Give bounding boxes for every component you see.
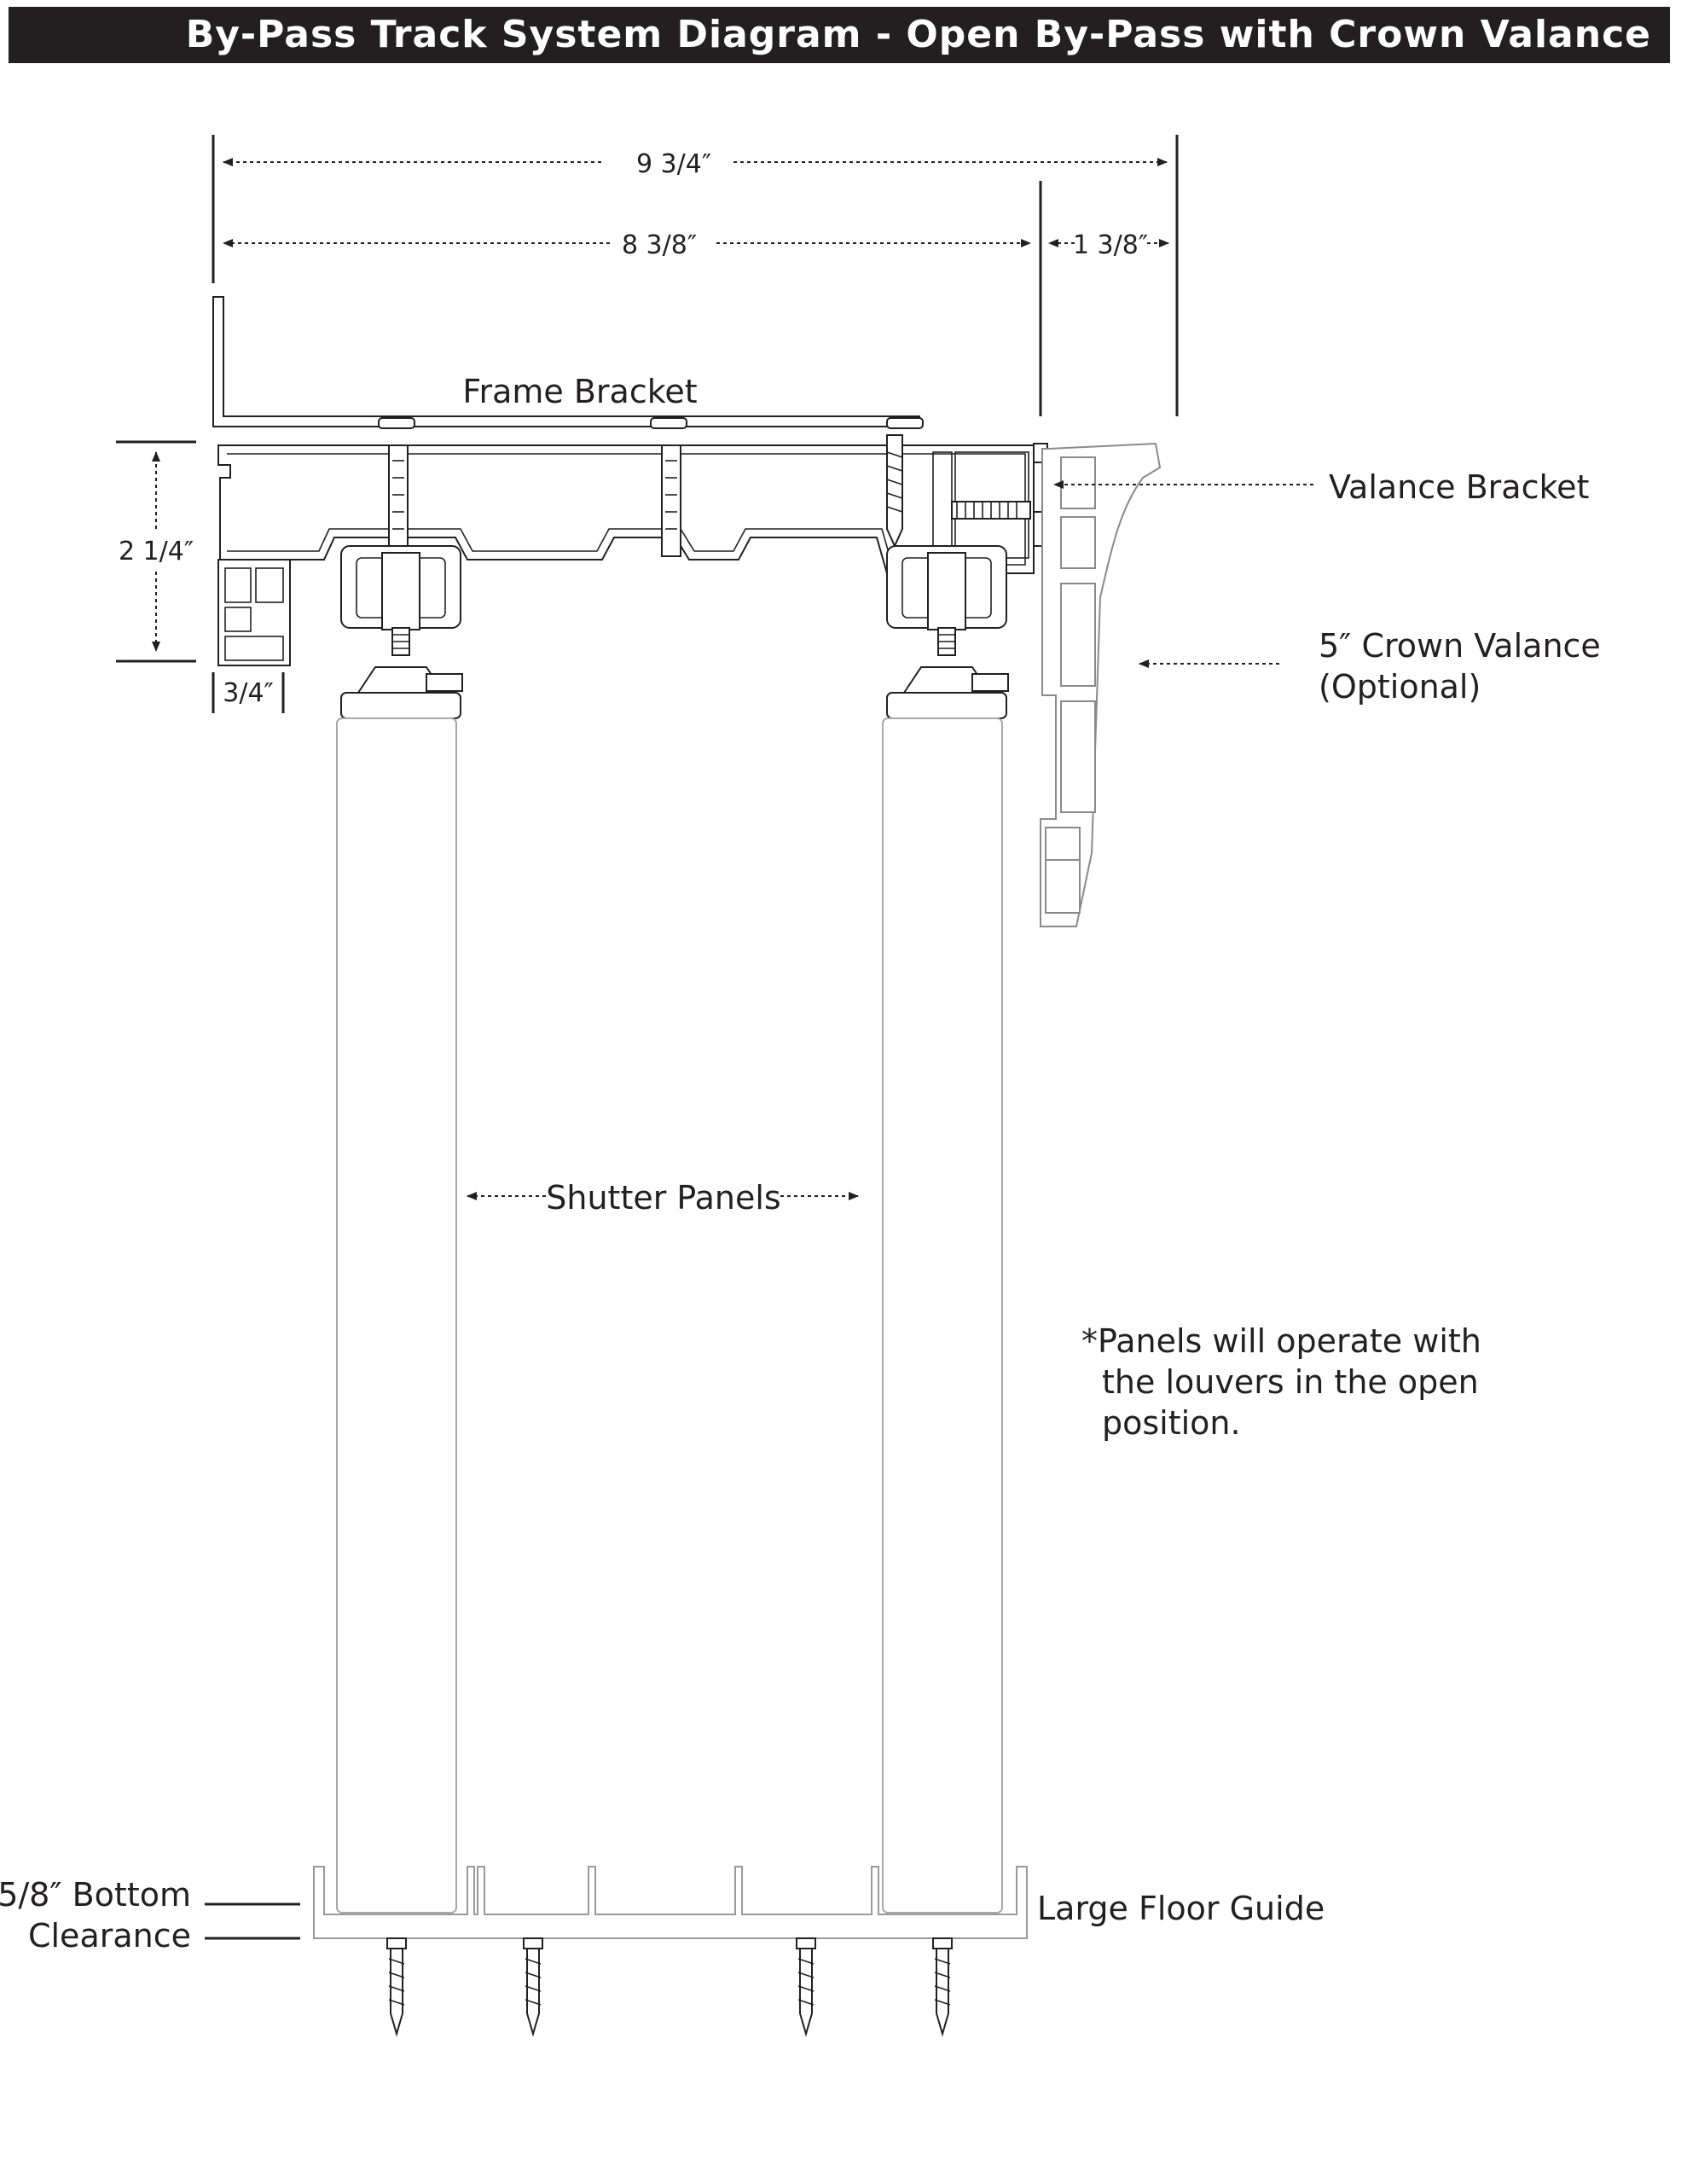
title-bar: By-Pass Track System Diagram - Open By-P…	[9, 7, 1670, 63]
large-floor-guide-label: Large Floor Guide	[1037, 1890, 1325, 1927]
track-profile	[217, 434, 1035, 666]
floor-screw	[932, 1937, 953, 2037]
note-line-3: position.	[1102, 1404, 1241, 1442]
top-dimensions: 9 3/4″ 8 3/8″ 1 3/8″	[212, 135, 1179, 416]
dimension-track-height: 2 1/4″	[119, 537, 194, 566]
large-floor-guide	[313, 1866, 1028, 2037]
floor-screw	[386, 1937, 407, 2037]
floor-screw	[796, 1937, 816, 2037]
bottom-clearance-label-line2: Clearance	[28, 1917, 191, 1955]
roller-right	[886, 545, 1009, 719]
valance-bracket-label: Valance Bracket	[1329, 468, 1589, 506]
dimension-track-depth: 8 3/8″	[622, 230, 697, 260]
shutter-panel-left	[336, 717, 457, 1914]
shutter-panels-label: Shutter Panels	[546, 1179, 780, 1217]
dimension-overall-depth: 9 3/4″	[636, 149, 711, 179]
dimension-track-lip: 3/4″	[223, 678, 274, 708]
note-line-2: the louvers in the open	[1102, 1363, 1479, 1401]
roller-left	[340, 545, 463, 719]
page-title: By-Pass Track System Diagram - Open By-P…	[185, 13, 1651, 56]
track-lip-dimension: 3/4″	[212, 672, 285, 713]
frame-bracket	[212, 296, 924, 429]
bottom-clearance-label-line1: 5/8″ Bottom	[0, 1876, 191, 1914]
operation-note: *Panels will operate with the louvers in…	[1081, 1322, 1481, 1442]
track-height-dimension: 2 1/4″	[116, 440, 196, 663]
crown-valance-label-line2: (Optional)	[1319, 668, 1481, 706]
dimension-valance-projection: 1 3/8″	[1073, 230, 1148, 260]
note-line-1: *Panels will operate with	[1081, 1322, 1481, 1360]
shutter-panel-right	[882, 717, 1003, 1914]
floor-screw	[523, 1937, 543, 2037]
valance-bracket	[1033, 442, 1162, 927]
frame-bracket-label: Frame Bracket	[462, 373, 697, 410]
crown-valance-label-line1: 5″ Crown Valance	[1319, 627, 1601, 665]
